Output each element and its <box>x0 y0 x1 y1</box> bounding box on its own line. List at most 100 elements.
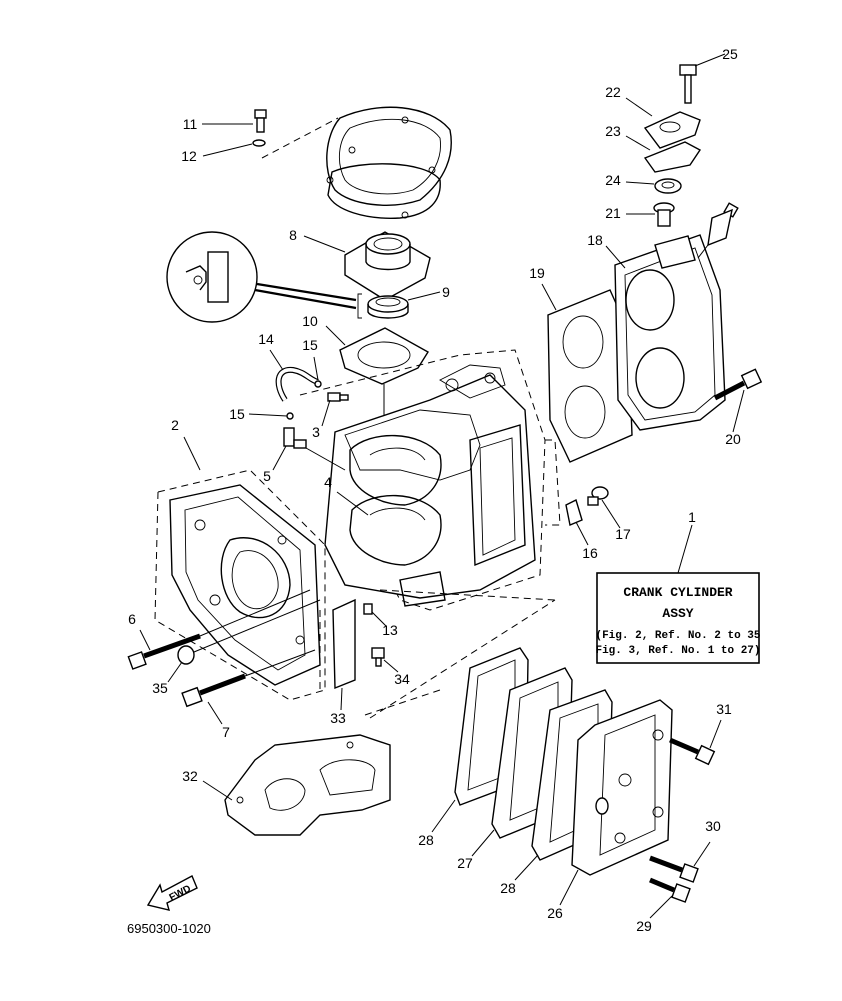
callout-leader-2 <box>183 436 201 471</box>
callout-label-29: 29 <box>636 918 652 934</box>
gasket-23 <box>643 141 702 173</box>
note-ref-line2: Fig. 3, Ref. No. 1 to 27) <box>595 645 760 657</box>
callout-label-33: 33 <box>330 710 346 726</box>
callout-label-28: 28 <box>500 880 516 896</box>
callout-leader-22 <box>625 97 653 117</box>
callout-label-32: 32 <box>182 768 198 784</box>
callout-leader-25 <box>694 53 726 67</box>
callout-leader-26 <box>559 869 579 906</box>
head-guide-dash <box>545 439 561 526</box>
callout-leader-35 <box>167 661 183 683</box>
note-box-ref-label: 1 <box>688 509 696 525</box>
cylinder-head-18 <box>614 234 726 431</box>
top-cover-plate <box>326 106 452 219</box>
note-box-leader <box>677 524 693 574</box>
callout-label-7: 7 <box>222 724 230 740</box>
note-title-line2: ASSY <box>662 606 693 621</box>
note-title-line1: CRANK CYLINDER <box>623 585 732 600</box>
gasket-10 <box>339 327 429 385</box>
head-gasket-19 <box>547 289 633 463</box>
cap-17 <box>587 486 609 506</box>
oil-seal-9 <box>357 293 409 319</box>
callout-leader-10 <box>325 325 346 346</box>
callout-leader-7 <box>207 701 223 725</box>
bolt-30 <box>649 855 699 883</box>
hose-14-inner <box>276 368 319 401</box>
callout-leader-13 <box>371 611 387 627</box>
callout-leader-30 <box>693 841 711 867</box>
callout-label-20: 20 <box>725 431 741 447</box>
dowel-13 <box>363 603 373 615</box>
callout-label-10: 10 <box>302 313 318 329</box>
callout-label-31: 31 <box>716 701 732 717</box>
thermostat-cover-22 <box>643 111 701 149</box>
callout-label-14: 14 <box>258 331 274 347</box>
callout-leader-28 <box>514 854 539 881</box>
callout-label-27: 27 <box>457 855 473 871</box>
callout-label-25: 25 <box>722 46 738 62</box>
callout-label-19: 19 <box>529 265 545 281</box>
washer-12 <box>252 139 266 147</box>
callout-label-9: 9 <box>442 284 450 300</box>
bolt-20 <box>713 368 763 401</box>
callout-leader-27 <box>471 829 495 857</box>
bolt-34 <box>371 647 385 667</box>
callout-leader-4 <box>336 491 369 516</box>
callout-label-15: 15 <box>229 406 245 422</box>
callout-label-23: 23 <box>605 123 621 139</box>
callout-leader-34 <box>383 659 399 673</box>
callout-label-34: 34 <box>394 671 410 687</box>
callout-label-26: 26 <box>547 905 563 921</box>
callout-label-35: 35 <box>152 680 168 696</box>
callout-leader-31 <box>709 719 722 749</box>
callout-label-28: 28 <box>418 832 434 848</box>
callout-label-5: 5 <box>263 468 271 484</box>
callout-leader-14 <box>269 349 284 371</box>
callout-leader-6 <box>139 629 151 651</box>
callout-leader-33 <box>340 687 343 711</box>
callout-label-16: 16 <box>582 545 598 561</box>
cylinder-block <box>299 349 546 611</box>
callout-label-12: 12 <box>181 148 197 164</box>
callout-leader-9 <box>407 291 441 301</box>
bolt-11 <box>254 109 267 133</box>
callout-label-6: 6 <box>128 611 136 627</box>
callout-label-21: 21 <box>605 205 621 221</box>
thermostat-21 <box>653 202 675 227</box>
callout-leader-16 <box>575 521 589 546</box>
callout-leader-8 <box>303 235 346 253</box>
callout-leader-5 <box>272 445 287 471</box>
callout-label-3: 3 <box>312 424 320 440</box>
callout-label-30: 30 <box>705 818 721 834</box>
bolt-25 <box>679 64 697 104</box>
callout-label-15: 15 <box>302 337 318 353</box>
callout-leader-18 <box>605 245 626 269</box>
callout-label-17: 17 <box>615 526 631 542</box>
base-gasket-32 <box>224 734 391 836</box>
callout-leader-19 <box>541 283 557 311</box>
clip-15-upper <box>314 380 322 388</box>
callout-label-8: 8 <box>289 227 297 243</box>
callout-leader-15 <box>313 356 319 381</box>
top-cover-guide-line <box>261 117 339 159</box>
callout-leader-17 <box>601 499 621 529</box>
fitting-3 <box>327 392 349 402</box>
exhaust-guide-dash <box>364 589 556 719</box>
callout-label-13: 13 <box>382 622 398 638</box>
detail-inset <box>166 231 357 323</box>
fwd-arrow-icon: FWD <box>146 875 198 911</box>
callout-label-4: 4 <box>324 474 332 490</box>
bearing-housing-8 <box>344 231 431 301</box>
washer-24 <box>654 178 682 194</box>
callout-leader-28 <box>431 799 456 833</box>
exhaust-cover-26 <box>571 699 673 876</box>
note-ref-line1: (Fig. 2, Ref. No. 2 to 35 <box>595 630 760 642</box>
clip-15-lower <box>286 412 294 420</box>
callout-leader-32 <box>202 780 233 801</box>
callout-label-2: 2 <box>171 417 179 433</box>
hose-14 <box>275 366 319 402</box>
crankcase-2 <box>169 484 321 686</box>
callout-leader-15 <box>248 413 288 417</box>
assembly-note-box: CRANK CYLINDER ASSY (Fig. 2, Ref. No. 2 … <box>595 572 761 664</box>
